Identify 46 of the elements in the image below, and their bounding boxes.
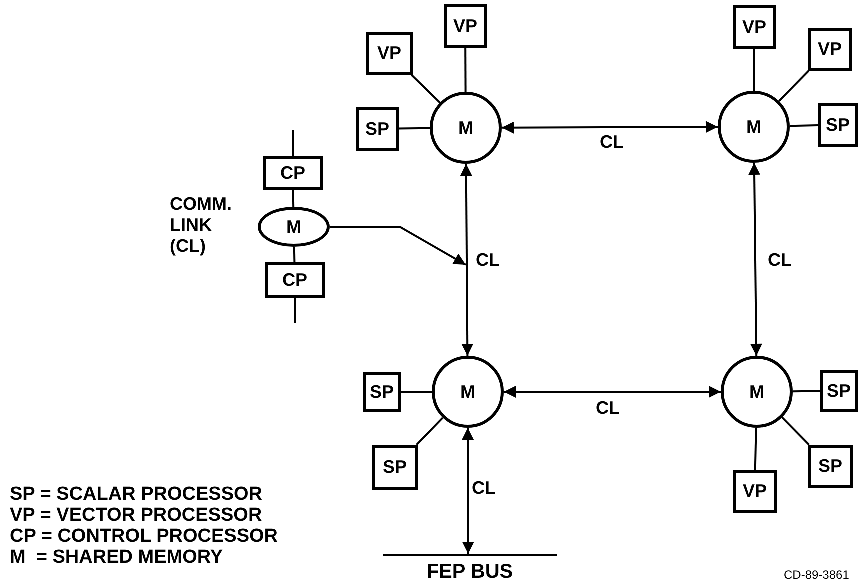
legend-text: CP = CONTROL PROCESSOR xyxy=(10,526,278,548)
processor-box: CP xyxy=(263,156,323,190)
connector-line xyxy=(792,390,820,393)
connector-line xyxy=(401,391,432,393)
node-caption: COMM. LINK (CL) xyxy=(170,194,233,257)
connector-line xyxy=(292,130,294,156)
connector-line xyxy=(293,246,296,262)
connector-line xyxy=(398,127,430,130)
connector-line xyxy=(790,124,818,128)
connector-line xyxy=(464,48,467,92)
memory-circle: M xyxy=(432,356,504,428)
connector-line xyxy=(753,49,756,91)
processor-box: VP xyxy=(733,470,777,513)
arrow xyxy=(330,226,466,266)
processor-box: CP xyxy=(265,262,325,298)
processor-box: SP xyxy=(372,445,418,490)
arrow xyxy=(462,428,474,554)
connector-line xyxy=(410,74,441,104)
processor-box: SP xyxy=(363,372,401,412)
legend-text: M = SHARED MEMORY xyxy=(10,547,224,569)
memory-ellipse: M xyxy=(258,207,330,247)
processor-box: SP xyxy=(818,103,858,147)
processor-box: SP xyxy=(808,445,853,488)
memory-circle: M xyxy=(718,91,790,163)
connector-line xyxy=(778,70,810,102)
bus-line: FEP BUS xyxy=(383,554,557,584)
arrow xyxy=(502,121,718,134)
memory-circle: M xyxy=(721,356,793,428)
processor-box: SP xyxy=(820,370,858,412)
connector-line xyxy=(754,428,758,470)
arrow xyxy=(748,162,762,356)
connector-line xyxy=(782,416,810,446)
arrow xyxy=(460,164,474,356)
processor-box: VP xyxy=(808,28,852,71)
processor-box: SP xyxy=(356,107,399,151)
processor-box: VP xyxy=(444,4,487,48)
processor-box: VP xyxy=(366,32,413,75)
connector-line xyxy=(416,417,444,446)
connector-line xyxy=(292,190,295,208)
arrow xyxy=(504,386,721,398)
memory-circle: M xyxy=(430,92,502,164)
legend-text: VP = VECTOR PROCESSOR xyxy=(10,505,262,527)
processor-box: VP xyxy=(733,5,776,49)
legend-text: SP = SCALAR PROCESSOR xyxy=(10,484,263,506)
figure-code: CD-89-3861 xyxy=(784,568,850,582)
connector-line xyxy=(294,298,296,323)
